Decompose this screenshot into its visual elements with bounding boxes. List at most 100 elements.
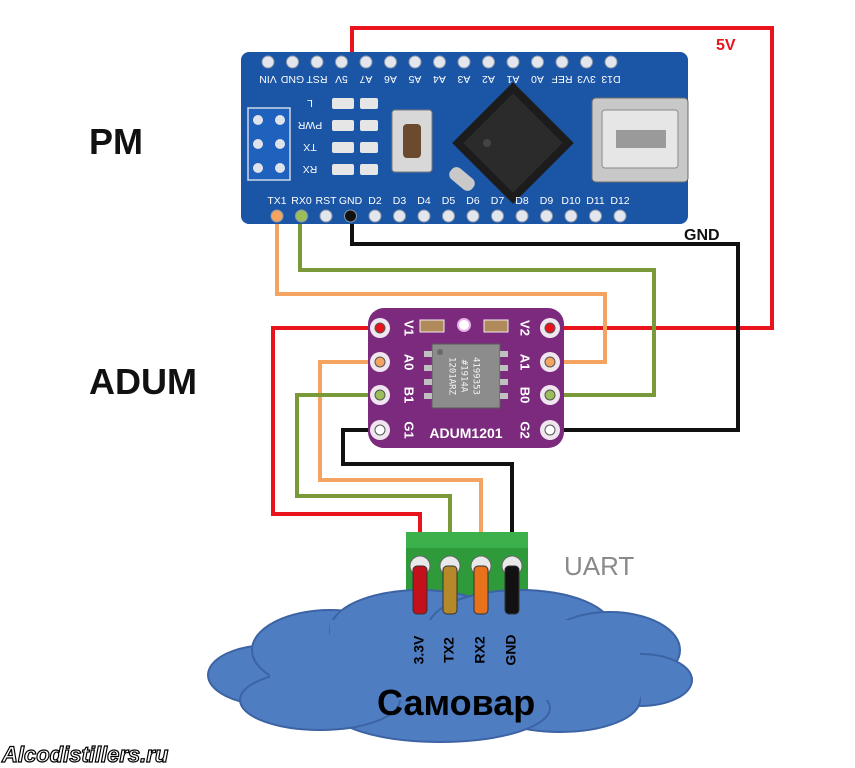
pin-label-bottom-d4: D4 (417, 195, 431, 207)
adum-pad-hole-a0 (374, 356, 386, 368)
chip-leg-right-2 (500, 365, 508, 371)
samovar-label: Самовар (377, 682, 535, 723)
led-resistor-tx (360, 142, 378, 153)
wire-rx2 (318, 360, 483, 532)
chip-leg-right-4 (500, 393, 508, 399)
pad-bottom-rst (319, 209, 333, 223)
wire-gnd-bottom (341, 428, 514, 532)
pad-top-5v (335, 55, 348, 69)
pm-label: PM (89, 121, 143, 162)
pin-label-top-a6: A6 (384, 73, 397, 85)
usb-connector (591, 97, 689, 183)
uart-lead-tx2 (442, 565, 458, 615)
pad-bottom-d11 (589, 209, 602, 223)
pin-label-bottom-d3: D3 (393, 195, 407, 207)
pin-label-top-5v: 5V (335, 73, 348, 85)
gnd-label: GND (684, 227, 720, 244)
adum-chip (424, 343, 508, 409)
pad-top-3v3 (580, 55, 593, 69)
pad-top-ref (555, 55, 569, 69)
chip-leg-right-3 (500, 379, 508, 385)
pad-top-d13 (604, 55, 618, 69)
led-label-tx: TX (303, 141, 316, 153)
chip-leg-right-1 (500, 351, 508, 357)
adum-pin-pads (370, 318, 560, 440)
pad-bottom-d9 (540, 209, 553, 223)
uart-pin-label-rx2: RX2 (472, 636, 488, 663)
pad-bottom-d6 (466, 209, 480, 223)
pad-bottom-d12 (613, 209, 627, 223)
arduino-top-header (261, 55, 618, 69)
pad-bottom-d8 (515, 209, 529, 223)
adum-pad-hole-v1 (374, 322, 386, 334)
chip-leg-left-2 (424, 365, 432, 371)
uart-pin-label-3-3v: 3.3V (411, 635, 427, 664)
adum-label-a0: A0 (402, 354, 417, 371)
led-label-rx: RX (303, 163, 318, 175)
chip-marking-2: #1914A (459, 360, 469, 393)
adum-label-b0: B0 (518, 387, 533, 404)
pin-label-top-vin: VIN (259, 73, 277, 85)
watermark: Alcodistillers.ru (1, 742, 169, 767)
led-rx (332, 164, 354, 175)
crystal (449, 167, 475, 191)
pin-label-top-a5: A5 (408, 73, 421, 85)
pad-top-a5 (408, 55, 422, 69)
pin-label-top-rst: RST (306, 73, 328, 85)
pin-label-top-a0: A0 (531, 73, 544, 85)
pad-bottom-gnd (344, 209, 357, 223)
pad-bottom-d10 (564, 209, 578, 223)
chip-leg-left-3 (424, 379, 432, 385)
uart-lead-gnd (504, 565, 520, 615)
pad-bottom-d7 (491, 209, 504, 223)
pin-label-bottom-d12: D12 (610, 195, 629, 207)
pin-label-top-gnd: GND (280, 73, 304, 85)
pad-top-a2 (482, 55, 495, 69)
uart-lead-rx2 (473, 565, 489, 615)
pin-label-bottom-tx1: TX1 (267, 195, 286, 207)
pad-bottom-tx1 (270, 209, 284, 223)
adum-label: ADUM (89, 361, 197, 402)
pin-label-top-a7: A7 (359, 73, 372, 85)
microcontroller-chip (452, 82, 574, 204)
adum-pad-hole-v2 (544, 322, 556, 334)
led-resistor-pwr (360, 120, 378, 131)
pin-label-bottom-gnd: GND (339, 195, 363, 207)
pad-bottom-d3 (393, 209, 406, 223)
adum-label-g1: G1 (402, 421, 417, 438)
pin-label-top-ref: REF (552, 73, 573, 85)
pad-top-a0 (531, 55, 544, 69)
reset-button (391, 109, 433, 173)
pad-top-rst (310, 55, 324, 69)
pin-label-bottom-rst: RST (316, 195, 338, 207)
pin-label-bottom-d11: D11 (586, 195, 605, 207)
pad-bottom-d5 (442, 209, 455, 223)
icsp-header (247, 107, 291, 181)
wire-3v3 (271, 326, 422, 532)
uart-leads (412, 565, 520, 615)
adum-pad-hole-b0 (544, 389, 556, 401)
pad-top-a1 (506, 55, 520, 69)
wire-rx0 (298, 222, 656, 397)
capacitor-2 (483, 319, 509, 333)
adum-label-b1: B1 (402, 387, 417, 404)
led-resistor-l (360, 98, 378, 109)
wire-tx1 (275, 222, 607, 364)
uart-pin-label-tx2: TX2 (441, 637, 457, 663)
adum-pad-hole-b1 (374, 389, 386, 401)
pin-label-top-d13: D13 (601, 73, 620, 85)
pad-top-a3 (457, 55, 471, 69)
wire-tx2 (295, 393, 452, 532)
wire-gnd-top (350, 208, 740, 432)
pin-label-bottom-d2: D2 (368, 195, 382, 207)
wires (271, 26, 774, 532)
adum-label-v1: V1 (402, 320, 417, 336)
chip-marking-1: 1201ARZ (447, 357, 457, 396)
adum-pad-hole-a1 (544, 356, 556, 368)
